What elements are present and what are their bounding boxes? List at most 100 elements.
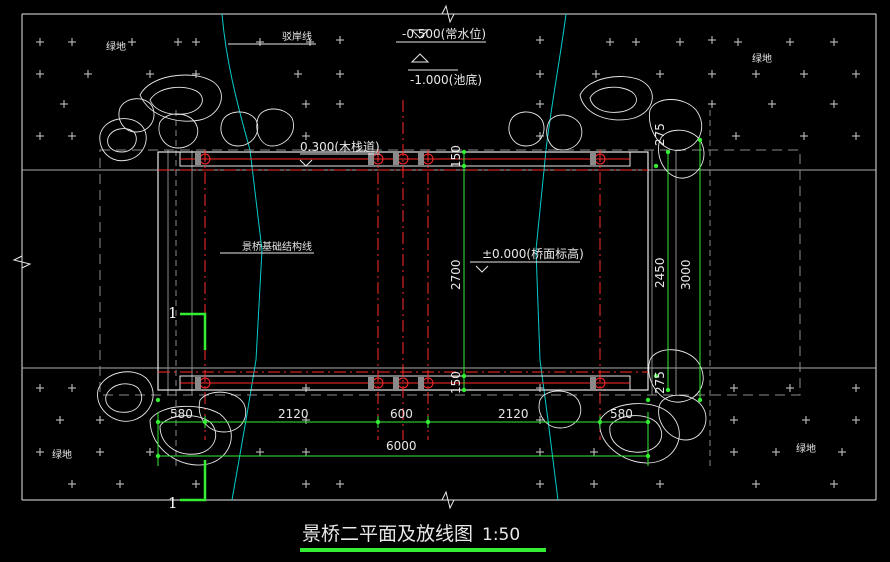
- section-mark-top: 1: [168, 304, 178, 322]
- hatch-cross: [96, 448, 104, 456]
- hatch-cross: [536, 36, 544, 44]
- hatch-cross: [590, 448, 598, 456]
- hatch-cross: [838, 448, 846, 456]
- hatch-cross: [734, 38, 742, 46]
- hatch-cross: [256, 448, 264, 456]
- section-marker-bottom: [180, 460, 207, 502]
- hatch-cross: [852, 384, 860, 392]
- dim-overall: 6000: [386, 439, 417, 453]
- pile-block: [393, 377, 399, 389]
- hatch-cross: [536, 480, 544, 488]
- hatch-cross: [36, 448, 44, 456]
- hatch-cross: [590, 480, 598, 488]
- hatch-cross: [852, 70, 860, 78]
- hatch-cross: [730, 416, 738, 424]
- foundation-line-label: 景桥基础结构线: [242, 240, 312, 253]
- hatch-cross: [336, 70, 344, 78]
- bridge-level-label: ±0.000(桥面标高): [482, 246, 584, 261]
- hatch-cross: [536, 100, 544, 108]
- hatch-cross: [256, 38, 264, 46]
- section-mark-bottom: 1: [168, 494, 178, 512]
- hatch-cross: [656, 480, 664, 488]
- rock-cluster-top-left: [99, 74, 294, 162]
- hatch-cross: [302, 480, 310, 488]
- hatch-cross: [192, 38, 200, 46]
- pile-block: [368, 377, 374, 389]
- hatch-cross: [830, 480, 838, 488]
- hatch-cross: [192, 480, 200, 488]
- hatch-cross: [36, 70, 44, 78]
- drawing-title: 景桥二平面及放线图: [302, 523, 473, 545]
- dim-segment-5: 580: [610, 407, 633, 421]
- leader-lines: [220, 29, 580, 273]
- section-marker-top: [180, 312, 207, 350]
- rock-cluster-bottom-right: [538, 349, 707, 464]
- hatch-cross: [708, 36, 716, 44]
- revetment-label: 驳岸线: [282, 30, 312, 43]
- drawing-scale: 1:50: [482, 525, 520, 545]
- greenspace-hatch: [36, 36, 860, 488]
- hatch-cross: [830, 38, 838, 46]
- hatch-cross: [36, 384, 44, 392]
- hatch-cross: [302, 416, 310, 424]
- pile-block: [590, 377, 596, 389]
- hatch-cross: [708, 100, 716, 108]
- hatch-cross: [302, 448, 310, 456]
- hatch-cross: [68, 38, 76, 46]
- rock-clusters: [97, 74, 707, 466]
- hatch-cross: [96, 416, 104, 424]
- dim-right-overall: 3000: [679, 259, 693, 290]
- pool-bottom-label: -1.000(池底): [410, 72, 482, 87]
- hatch-cross: [84, 70, 92, 78]
- normal-water-level-label: -0.500(常水位): [402, 26, 486, 41]
- greenspace-label-top-right: 绿地: [752, 52, 772, 65]
- setout-point: [653, 163, 659, 169]
- hatch-cross: [708, 70, 716, 78]
- revetment-lines: [221, 13, 567, 501]
- greenspace-label-top-left: 绿地: [106, 40, 126, 53]
- hatch-cross: [68, 384, 76, 392]
- hatch-cross: [830, 100, 838, 108]
- hatch-cross: [302, 132, 310, 140]
- hatch-cross: [852, 416, 860, 424]
- setout-point: [155, 397, 161, 403]
- dim-segment-3: 600: [390, 407, 413, 421]
- hatch-cross: [676, 38, 684, 46]
- hatch-cross: [68, 480, 76, 488]
- hatch-cross: [800, 70, 808, 78]
- dim-corner-bottom: 275: [653, 371, 667, 394]
- setout-point: [653, 373, 659, 379]
- hatch-cross: [146, 70, 154, 78]
- hatch-cross: [752, 70, 760, 78]
- pile-block: [590, 153, 596, 165]
- dim-end-offset-bottom: 150: [449, 371, 463, 394]
- hatch-cross: [536, 384, 544, 392]
- rock-cluster-top-right: [508, 76, 705, 179]
- pile-block: [418, 153, 424, 165]
- hatch-cross: [536, 416, 544, 424]
- hatch-cross: [632, 38, 640, 46]
- hatch-cross: [336, 100, 344, 108]
- hatch-cross: [192, 70, 200, 78]
- hatch-cross: [536, 448, 544, 456]
- hatch-cross: [732, 132, 740, 140]
- rock-cluster-bottom-left: [97, 371, 247, 466]
- dim-corner-top: 275: [653, 123, 667, 146]
- hatch-cross: [536, 70, 544, 78]
- dim-end-offset-top: 150: [449, 145, 463, 168]
- foundation-structure-lines: [99, 110, 801, 470]
- hatch-cross: [302, 100, 310, 108]
- hatch-cross: [306, 38, 314, 46]
- hatch-cross: [730, 448, 738, 456]
- dimension-lines: [157, 140, 701, 466]
- pile-markers: [195, 153, 606, 389]
- hatch-cross: [772, 448, 780, 456]
- title-underline: [300, 548, 546, 552]
- hatch-cross: [768, 100, 776, 108]
- hatch-cross: [656, 70, 664, 78]
- pile-block: [368, 153, 374, 165]
- hatch-cross: [294, 70, 302, 78]
- hatch-cross: [68, 132, 76, 140]
- hatch-cross: [336, 480, 344, 488]
